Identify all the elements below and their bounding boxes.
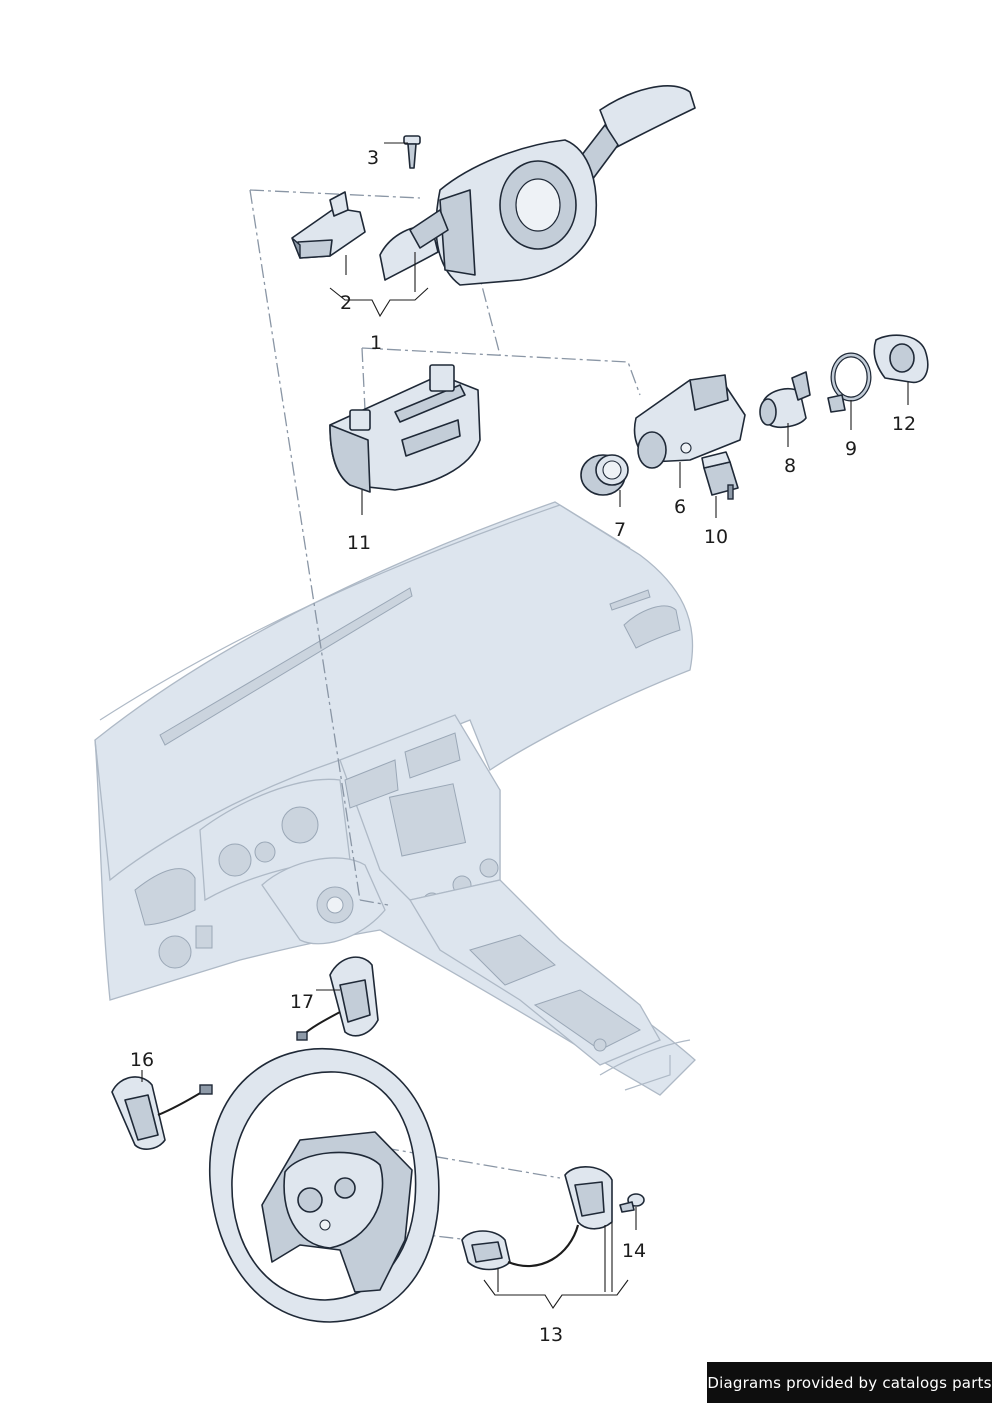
part-ring-antenna	[827, 352, 872, 413]
part-bracket	[291, 191, 366, 259]
callout-12: 12	[892, 413, 916, 435]
part-trim-cover	[873, 334, 929, 384]
part-control-unit	[329, 364, 481, 493]
part-trim-ring	[580, 454, 629, 496]
callout-labels: 1 2 3 6 7 8 9 10 11 12 13 14 16 17	[130, 147, 916, 1346]
callout-17: 17	[290, 991, 314, 1013]
part-paddle-set	[461, 1166, 613, 1271]
callout-14: 14	[622, 1240, 646, 1262]
part-lock-housing	[633, 374, 746, 469]
callout-7: 7	[614, 519, 626, 541]
callout-11: 11	[347, 532, 371, 554]
callout-6: 6	[674, 496, 686, 518]
callout-16: 16	[130, 1049, 154, 1071]
leader-lines	[141, 142, 909, 1310]
part-button-module-right	[296, 956, 379, 1041]
part-screw-top	[403, 135, 421, 169]
callout-2: 2	[340, 292, 352, 314]
part-ignition-switch	[701, 451, 739, 500]
callout-8: 8	[784, 455, 796, 477]
footer-credit-badge: Diagrams provided by catalogs parts	[707, 1362, 992, 1403]
part-button-module-left	[111, 1076, 213, 1150]
part-steering-wheel	[209, 1048, 440, 1323]
footer-credit-text: Diagrams provided by catalogs parts	[707, 1373, 992, 1392]
part-screw-bottom	[619, 1193, 645, 1213]
part-lock-cylinder	[759, 371, 811, 428]
callout-1: 1	[370, 332, 382, 354]
callout-13: 13	[539, 1324, 563, 1346]
callout-10: 10	[704, 526, 728, 548]
callout-3: 3	[367, 147, 379, 169]
callout-9: 9	[845, 438, 857, 460]
dashboard-illustration	[94, 501, 696, 1096]
part-combination-switch	[379, 85, 696, 286]
